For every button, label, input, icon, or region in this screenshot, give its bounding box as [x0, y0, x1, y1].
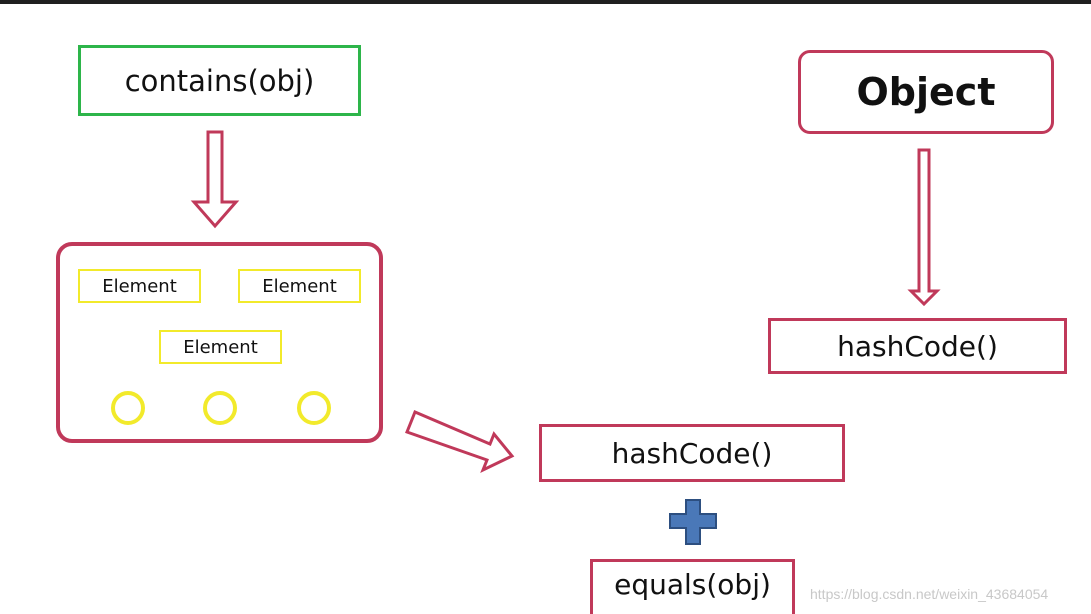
connector-layer — [190, 130, 941, 545]
hashcode-label: hashCode() — [611, 436, 773, 470]
object-hashcode-node: hashCode() — [768, 318, 1067, 374]
diagonal-arrow-collection — [405, 410, 515, 474]
element-label-3: Element — [183, 336, 258, 358]
object-hashcode-label: hashCode() — [837, 329, 998, 363]
down-arrow-contains — [190, 130, 240, 229]
element-node-3: Element — [159, 330, 282, 364]
object-node: Object — [798, 50, 1054, 134]
watermark-text: https://blog.csdn.net/weixin_43684054 — [810, 586, 1049, 602]
object-label: Object — [856, 70, 996, 114]
element-node-1: Element — [78, 269, 201, 303]
empty-slot-circle-1 — [111, 391, 145, 425]
contains-label: contains(obj) — [124, 63, 315, 98]
diagram-canvas: contains(obj) Object hashCode() Element … — [0, 4, 1091, 614]
plus-icon — [669, 499, 717, 545]
empty-slot-circle-2 — [203, 391, 237, 425]
equals-label: equals(obj) — [614, 568, 771, 601]
element-label-1: Element — [102, 275, 177, 297]
down-arrow-object — [907, 148, 941, 307]
element-label-2: Element — [262, 275, 337, 297]
equals-node: equals(obj) — [590, 559, 795, 614]
contains-node: contains(obj) — [78, 45, 361, 116]
hashcode-node: hashCode() — [539, 424, 845, 482]
element-node-2: Element — [238, 269, 361, 303]
empty-slot-circle-3 — [297, 391, 331, 425]
